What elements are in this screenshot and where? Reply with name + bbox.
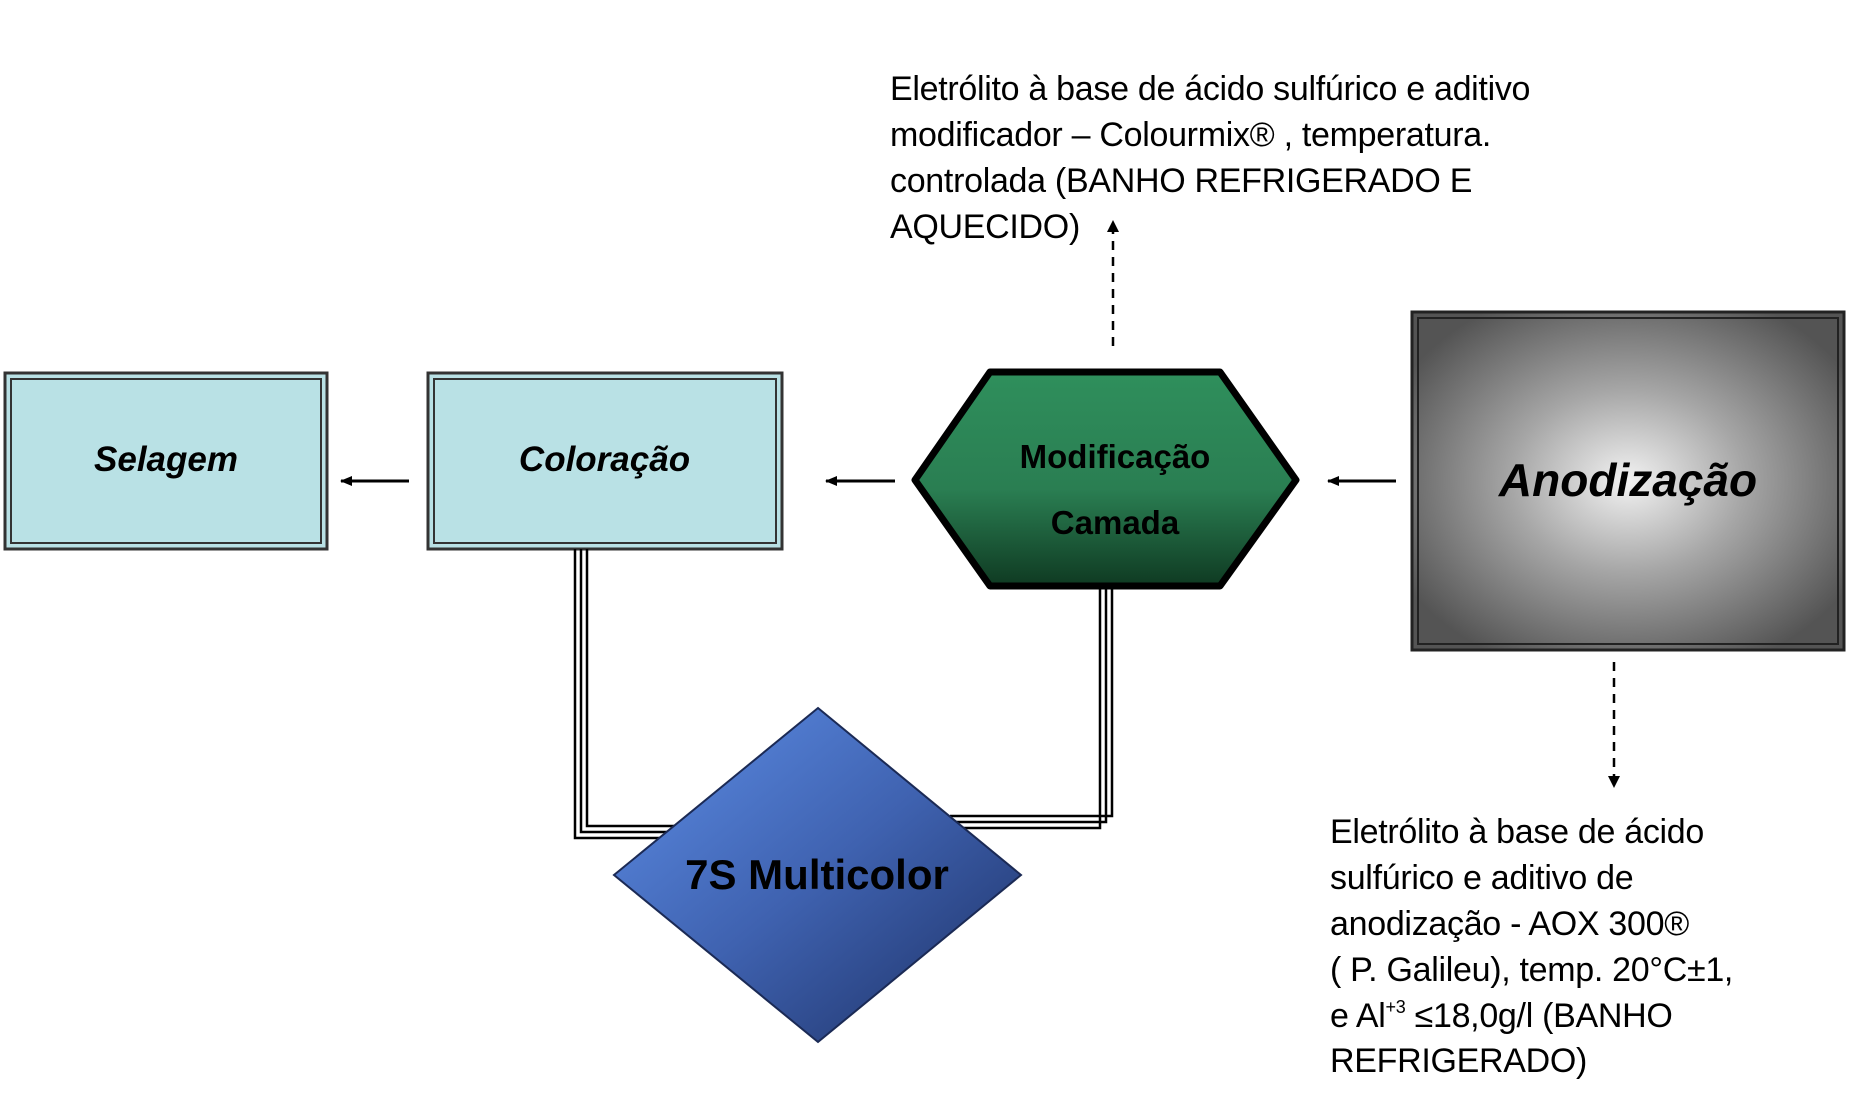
connector-modificacao-multicolor [950, 588, 1114, 830]
note-line: Eletrólito à base de ácido sulfúrico e a… [890, 70, 1531, 108]
coloracao-box [426, 371, 784, 551]
note-fragment: ≤18,0g/l (BANHO [1405, 996, 1673, 1035]
connector-coloracao-multicolor [573, 549, 680, 840]
note-line: REFRIGERADO) [1330, 1042, 1588, 1081]
note-line: anodização - AOX 300® [1330, 904, 1689, 943]
note-fragment: e Al [1330, 996, 1386, 1035]
note-line: Eletrólito à base de ácido [1330, 813, 1705, 851]
modificacao-note: Eletrólito à base de ácido sulfúrico e a… [890, 67, 1530, 251]
multicolor-diamond [612, 706, 1023, 1044]
superscript: +3 [1385, 996, 1406, 1017]
note-line: e Al+3 ≤18,0g/l (BANHO [1330, 994, 1733, 1040]
anodizacao-label: Anodização [1498, 454, 1758, 506]
note-line: modificador – Colourmix® , temperatura. [890, 115, 1492, 154]
note-line: AQUECIDO) [890, 207, 1080, 246]
note-line: ( P. Galileu), temp. 20°C±1, [1330, 950, 1734, 989]
modificacao-label: Modificação Camada [930, 420, 1300, 560]
anodizacao-box [1410, 310, 1846, 652]
anodizacao-note: Eletrólito à base de ácido sulfúrico e a… [1330, 810, 1733, 1085]
modificacao-label-line2: Camada [1050, 504, 1180, 541]
multicolor-label: 7S Multicolor [685, 851, 949, 898]
modificacao-label-line1: Modificação [1019, 438, 1211, 475]
note-line: controlada (BANHO REFRIGERADO E [890, 161, 1473, 200]
modificacao-hexagon [911, 368, 1300, 590]
note-line: sulfúrico e aditivo de [1330, 858, 1634, 897]
selagem-box [3, 371, 329, 551]
coloracao-label: Coloração [518, 440, 691, 479]
selagem-label: Selagem [94, 440, 238, 479]
